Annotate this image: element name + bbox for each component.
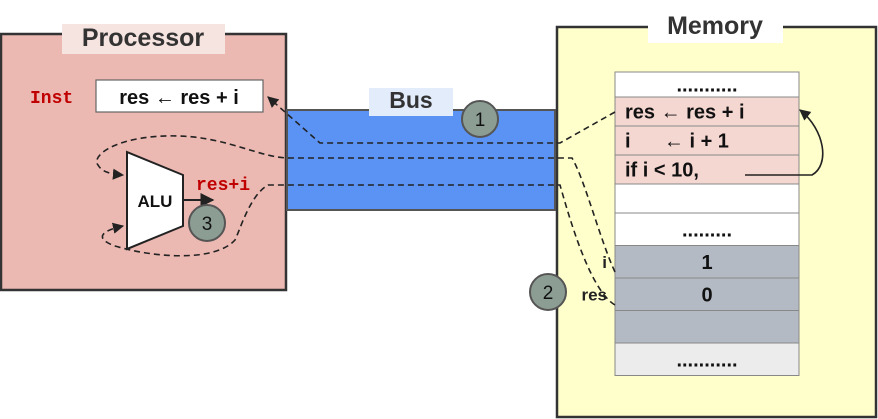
memory-cell-text: if i < 10,: [625, 160, 699, 182]
memory-cell: [614, 71, 800, 98]
path-operand-res: [101, 184, 616, 306]
step-markers: 1 2 3: [188, 100, 567, 311]
step-2-marker: 2: [529, 273, 567, 311]
memory-cell-text: ...........: [676, 349, 737, 371]
processor-title: Processor: [82, 24, 205, 52]
memory-title: Memory: [667, 12, 763, 40]
inst-register: [95, 79, 264, 113]
step-1-marker: 1: [461, 100, 499, 138]
path-operand-i: [95, 135, 616, 273]
processor-block: Processor Inst res ← res + i ALU res+i: [0, 24, 288, 292]
memory-cells: ........... res ← res + i i ← i + 1 if i < …: [581, 71, 800, 376]
memory-block: Memory ........... res ← res + i i ← i + 1…: [555, 12, 878, 419]
bus-title: Bus: [389, 87, 432, 113]
memory-title-bg: [648, 12, 783, 43]
memory-cell: [614, 96, 800, 127]
memory-pointer-label: i: [602, 253, 607, 272]
memory-cell-text: 1: [701, 252, 712, 274]
memory-cell: [614, 277, 800, 311]
bus-block: Bus: [286, 87, 556, 211]
processor-title-bg: [62, 24, 225, 54]
step-2-label: 2: [543, 283, 554, 304]
alu-shape: [126, 150, 184, 251]
bus-title-bg: [369, 88, 453, 116]
alu-output-label: res+i: [196, 176, 250, 196]
path-inst-fetch: [267, 96, 616, 144]
inst-label: Inst: [30, 89, 73, 109]
step-3-marker: 3: [188, 204, 226, 242]
bus-channel: [286, 109, 556, 211]
step-1-label: 1: [475, 110, 486, 131]
memory-cell: [614, 310, 800, 344]
memory-cell-text: i ← i + 1: [625, 131, 729, 153]
memory-cell: [614, 183, 800, 214]
memory-cell: [614, 245, 800, 279]
loop-branch-arrow: [745, 109, 824, 176]
data-paths: [95, 96, 824, 306]
memory-cell-text: .........: [682, 219, 732, 241]
memory-cell: [614, 342, 800, 376]
memory-cell-text: 0: [701, 284, 712, 306]
memory-cell: [614, 212, 800, 246]
step-3-label: 3: [202, 214, 213, 235]
memory-cell-text: ...........: [676, 75, 737, 97]
memory-cell-text: res ← res + i: [625, 102, 745, 124]
alu-label: ALU: [138, 192, 173, 211]
inst-register-value: res ← res + i: [119, 87, 239, 109]
